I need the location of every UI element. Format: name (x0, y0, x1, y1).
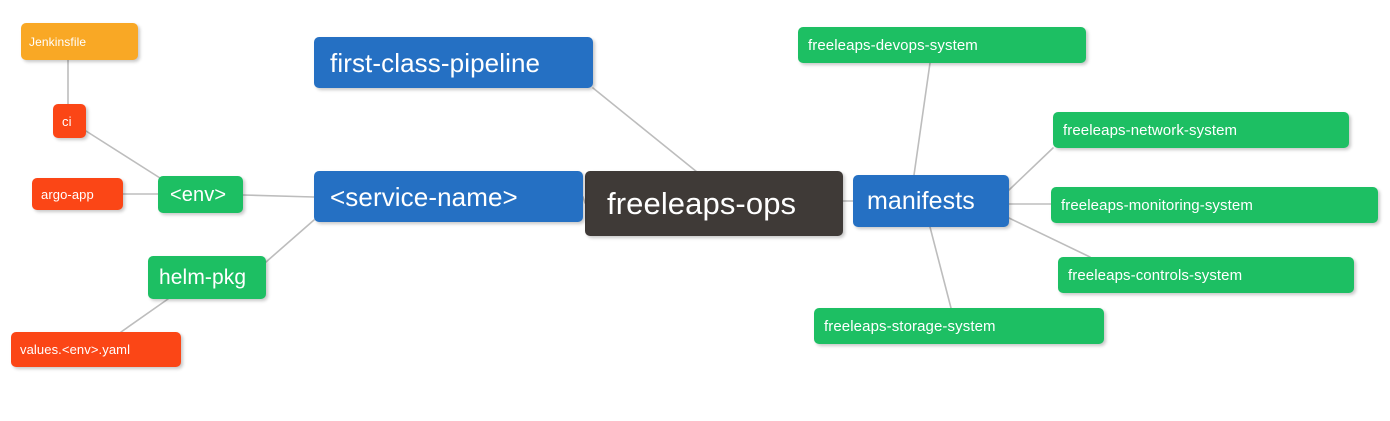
mindmap-edge (1008, 217, 1091, 258)
mindmap-node-freeleaps-monitoring-system[interactable]: freeleaps-monitoring-system (1051, 187, 1378, 223)
mindmap-node-label: Jenkinsfile (29, 34, 87, 49)
mindmap-node-label: values.<env>.yaml (20, 342, 131, 357)
mindmap-node-label: <env> (170, 183, 227, 206)
mindmap-node-values-env-yaml[interactable]: values.<env>.yaml (11, 332, 181, 367)
mindmap-edge (592, 87, 698, 173)
mindmap-node-label: manifests (867, 186, 975, 215)
mindmap-node-freeleaps-controls-system[interactable]: freeleaps-controls-system (1058, 257, 1354, 293)
mindmap-node-manifests[interactable]: manifests (853, 175, 1009, 227)
mindmap-node-label: freeleaps-devops-system (808, 36, 978, 54)
mindmap-node-argo-app[interactable]: argo-app (32, 178, 123, 210)
mindmap-edge (913, 62, 931, 176)
mindmap-edge (1008, 147, 1054, 191)
mindmap-node-service-name[interactable]: <service-name> (314, 171, 583, 222)
mindmap-node-freeleaps-storage-system[interactable]: freeleaps-storage-system (814, 308, 1104, 344)
mindmap-node-label: argo-app (41, 186, 94, 202)
mindmap-node-env[interactable]: <env> (158, 176, 243, 213)
mindmap-node-label: freeleaps-network-system (1063, 121, 1238, 139)
mindmap-node-label: freeleaps-controls-system (1068, 266, 1243, 284)
mindmap-edge (85, 130, 161, 179)
mindmap-node-label: helm-pkg (159, 266, 247, 289)
mindmap-edge (242, 194, 315, 198)
mindmap-edge (120, 298, 169, 333)
mindmap-node-label: first-class-pipeline (330, 47, 541, 78)
mindmap-node-ci[interactable]: ci (53, 104, 86, 138)
mindmap-node-label: freeleaps-monitoring-system (1061, 196, 1253, 214)
mindmap-node-label: <service-name> (330, 181, 518, 212)
mindmap-node-helm-pkg[interactable]: helm-pkg (148, 256, 266, 299)
mindmap-node-label: freeleaps-ops (607, 186, 797, 221)
mindmap-edge (929, 226, 952, 309)
mindmap-node-first-class-pipeline[interactable]: first-class-pipeline (314, 37, 593, 88)
mindmap-node-freeleaps-ops[interactable]: freeleaps-ops (585, 171, 843, 236)
mindmap-node-label: freeleaps-storage-system (824, 317, 996, 335)
mindmap-node-label: ci (62, 113, 72, 129)
mindmap-edge (265, 219, 315, 263)
mindmap-node-freeleaps-devops-system[interactable]: freeleaps-devops-system (798, 27, 1086, 63)
mindmap-node-freeleaps-network-system[interactable]: freeleaps-network-system (1053, 112, 1349, 148)
mindmap-node-jenkinsfile[interactable]: Jenkinsfile (21, 23, 138, 60)
